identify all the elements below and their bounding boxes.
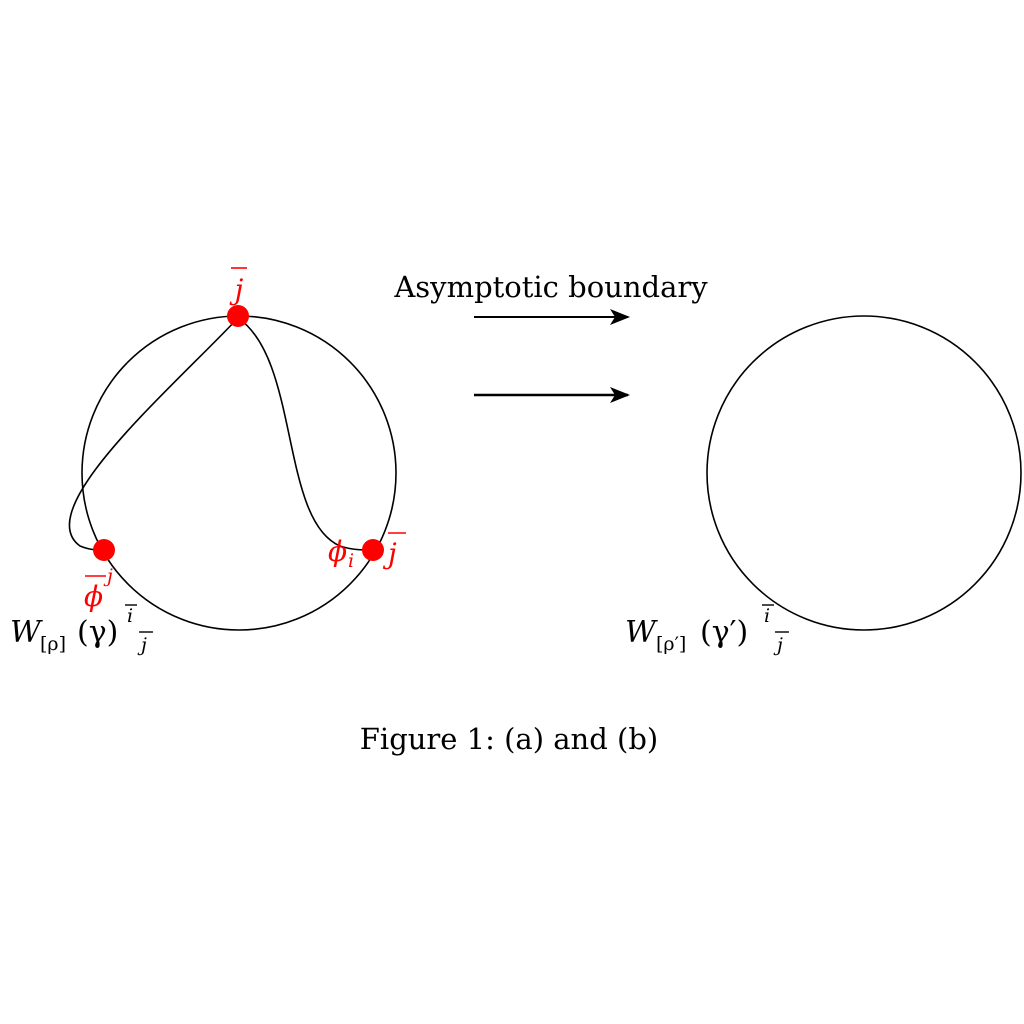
arrow-label: Asymptotic boundary [393,270,708,304]
svg-text:W: W [625,615,658,650]
left-marker-sup: j [103,565,113,587]
figure-caption: Figure 1: (a) and (b) [360,722,658,756]
svg-text:j: j [137,634,147,656]
left-wilson-curve-right [237,317,374,551]
svg-text:[ρ′]: [ρ′] [656,633,686,655]
svg-text:(γ′): (γ′) [700,615,748,650]
right-panel: W [ρ′] (γ′) i j [625,315,1022,656]
right-marker-dot [362,539,384,561]
svg-text:[ρ]: [ρ] [40,633,66,655]
left-boundary-circle [81,315,397,631]
right-boundary-circle [706,315,1022,631]
left-loop-label: W [ρ] (γ) i j [10,604,153,656]
top-marker-label: j [229,273,244,306]
right-marker-phi-sub: i [348,550,354,572]
svg-text:i: i [764,605,770,627]
svg-text:W: W [10,615,43,650]
svg-text:j: j [773,634,783,656]
left-wilson-curve-left [68,317,239,551]
svg-text:(γ): (γ) [77,615,118,650]
svg-text:i: i [127,605,133,627]
right-marker-j: j [382,537,397,570]
right-loop-label: W [ρ′] (γ′) i j [625,604,789,656]
transition-arrows: Asymptotic boundary [393,270,708,403]
left-marker-dot [93,539,115,561]
left-panel: j ϕ i j ϕ j W [ρ] (γ) i j [10,267,406,656]
right-marker-phi: ϕ [328,535,347,568]
left-marker-phi: ϕ [84,580,103,613]
top-marker-dot [227,305,249,327]
